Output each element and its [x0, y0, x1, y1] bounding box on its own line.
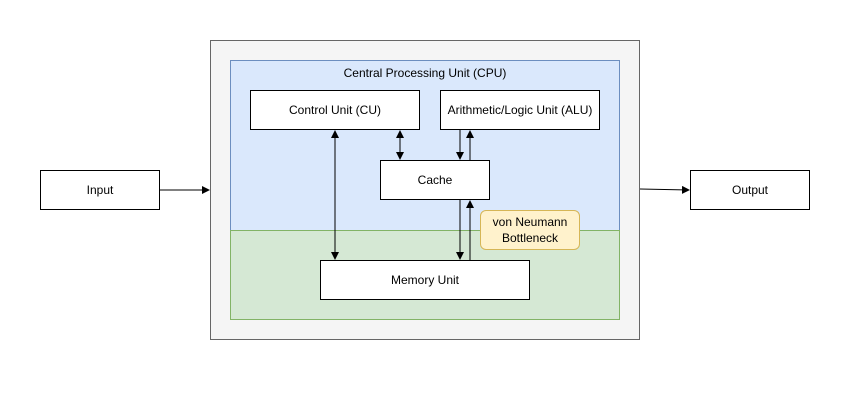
output-box: Output	[690, 170, 810, 210]
cache-box: Cache	[380, 160, 490, 200]
cpu-title: Central Processing Unit (CPU)	[343, 66, 507, 80]
arrow-cpu-to-output	[639, 185, 690, 194]
bottleneck-note: von Neumann Bottleneck	[480, 210, 580, 250]
input-box: Input	[40, 170, 160, 210]
control-unit-box: Control Unit (CU)	[250, 90, 420, 130]
bottleneck-note-text: von Neumann Bottleneck	[492, 215, 568, 245]
memory-unit-box: Memory Unit	[320, 260, 530, 300]
alu-box: Arithmetic/Logic Unit (ALU)	[440, 90, 600, 130]
cpu-region	[230, 60, 620, 230]
